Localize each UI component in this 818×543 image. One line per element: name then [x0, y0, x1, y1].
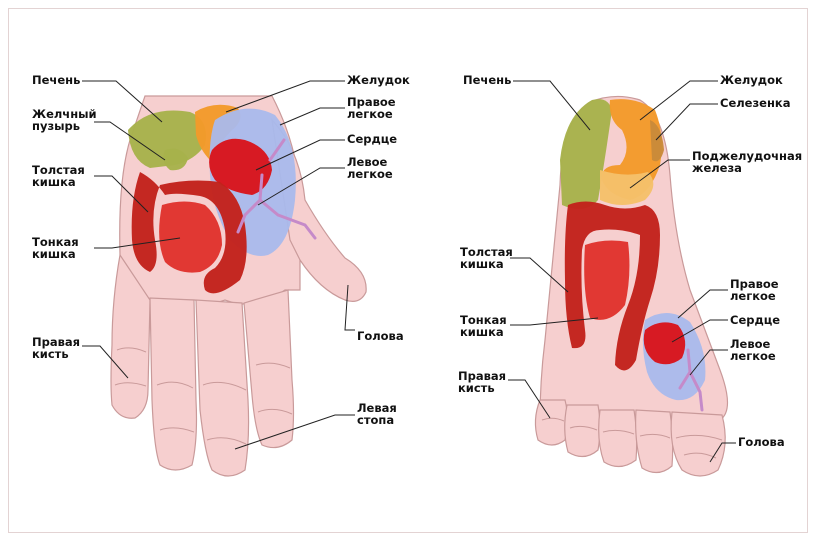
hand-label-head: Голова [357, 330, 404, 342]
foot-little-toe [535, 400, 567, 445]
foot-big-toe [671, 412, 725, 476]
hand-label-liver: Печень [32, 74, 80, 86]
hand-illustration [111, 96, 366, 476]
foot-spleen [650, 120, 664, 161]
foot-label-spleen: Селезенка [720, 97, 790, 109]
foot-label-stomach: Желудок [720, 74, 783, 86]
hand-label-heart: Сердце [347, 133, 397, 145]
foot-label-liver: Печень [463, 74, 511, 86]
hand-label-stomach: Желудок [347, 74, 410, 86]
foot-third-toe [599, 410, 637, 467]
foot-fourth-toe [565, 405, 600, 457]
hand-ring-finger [150, 298, 197, 470]
foot-second-toe [636, 410, 673, 473]
hand-index-finger [244, 290, 294, 448]
foot-label-heart: Сердце [730, 314, 780, 326]
foot-label-head: Голова [738, 436, 785, 448]
